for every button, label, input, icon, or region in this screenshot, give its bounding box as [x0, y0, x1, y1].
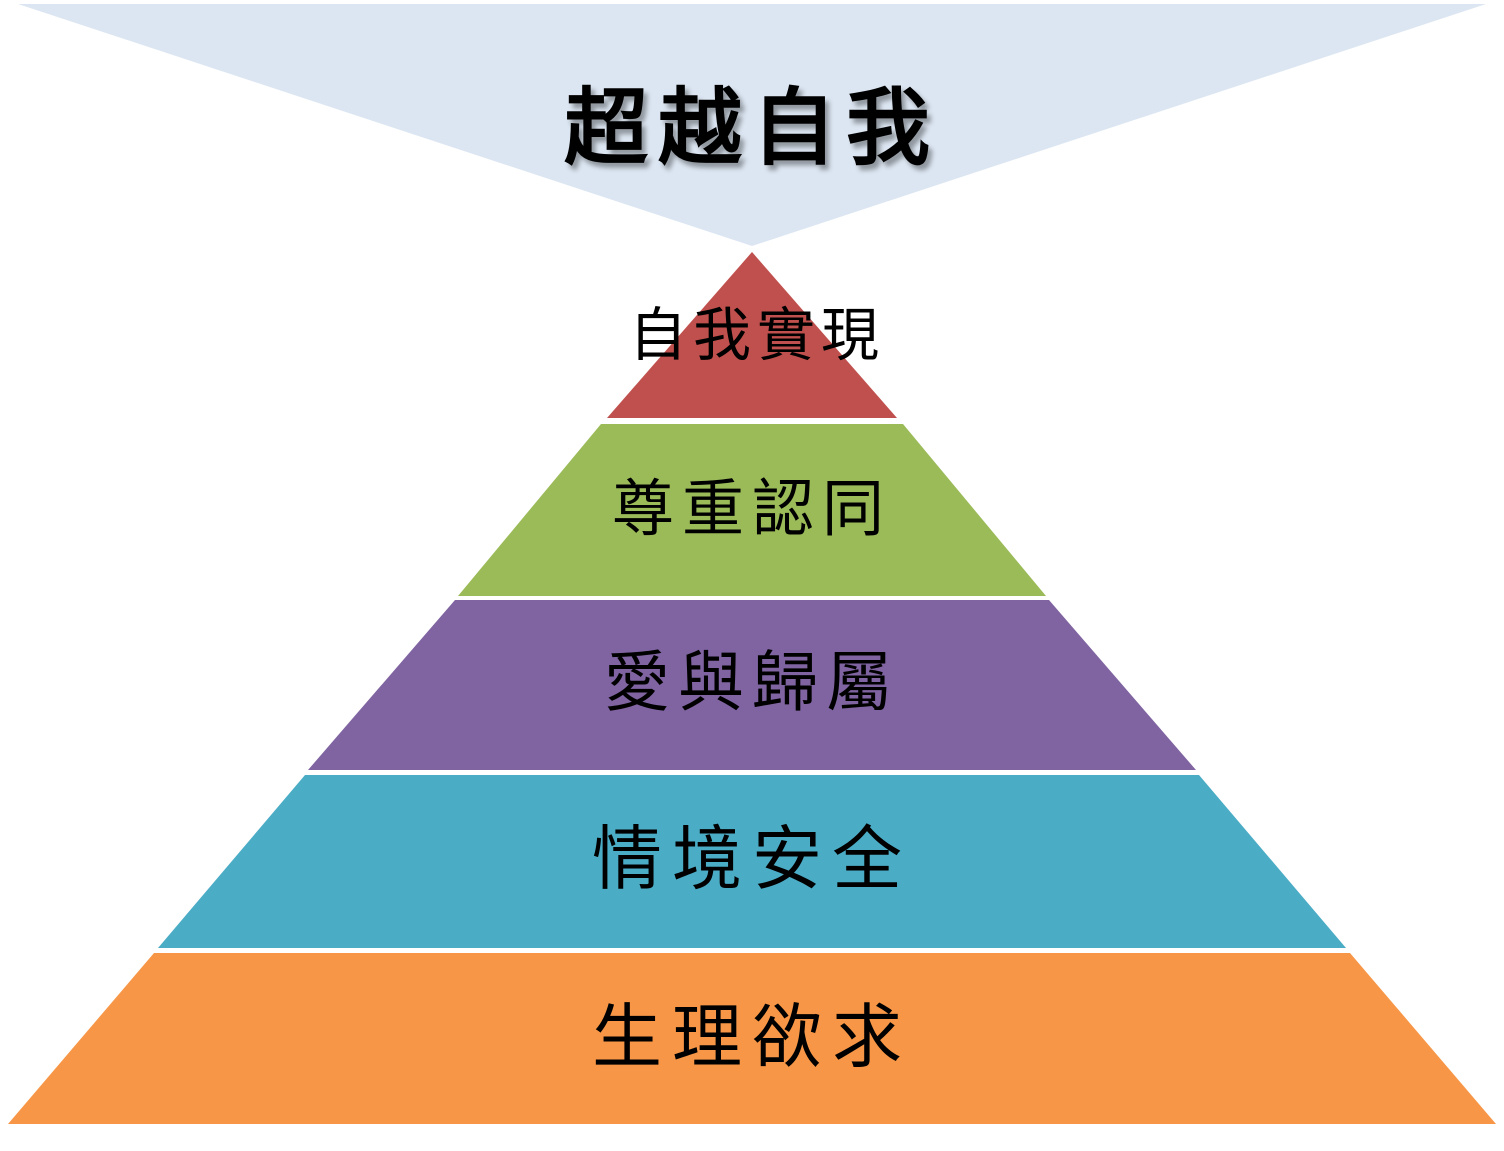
safety-label: 情境安全: [592, 818, 912, 900]
level-self-actualization: [607, 252, 897, 418]
level-physiological: [8, 953, 1496, 1124]
physiological-label: 生理欲求: [592, 996, 912, 1078]
self-actualization-label: 自我實現: [628, 301, 885, 369]
transcendence-inverted-triangle: [18, 4, 1486, 246]
level-love-belonging: [308, 600, 1196, 770]
level-safety: [158, 775, 1346, 948]
transcendence-label: 超越自我: [563, 78, 940, 177]
level-esteem: [458, 424, 1046, 596]
esteem-label: 尊重認同: [611, 472, 892, 545]
love-belonging-label: 愛與歸屬: [604, 644, 900, 721]
